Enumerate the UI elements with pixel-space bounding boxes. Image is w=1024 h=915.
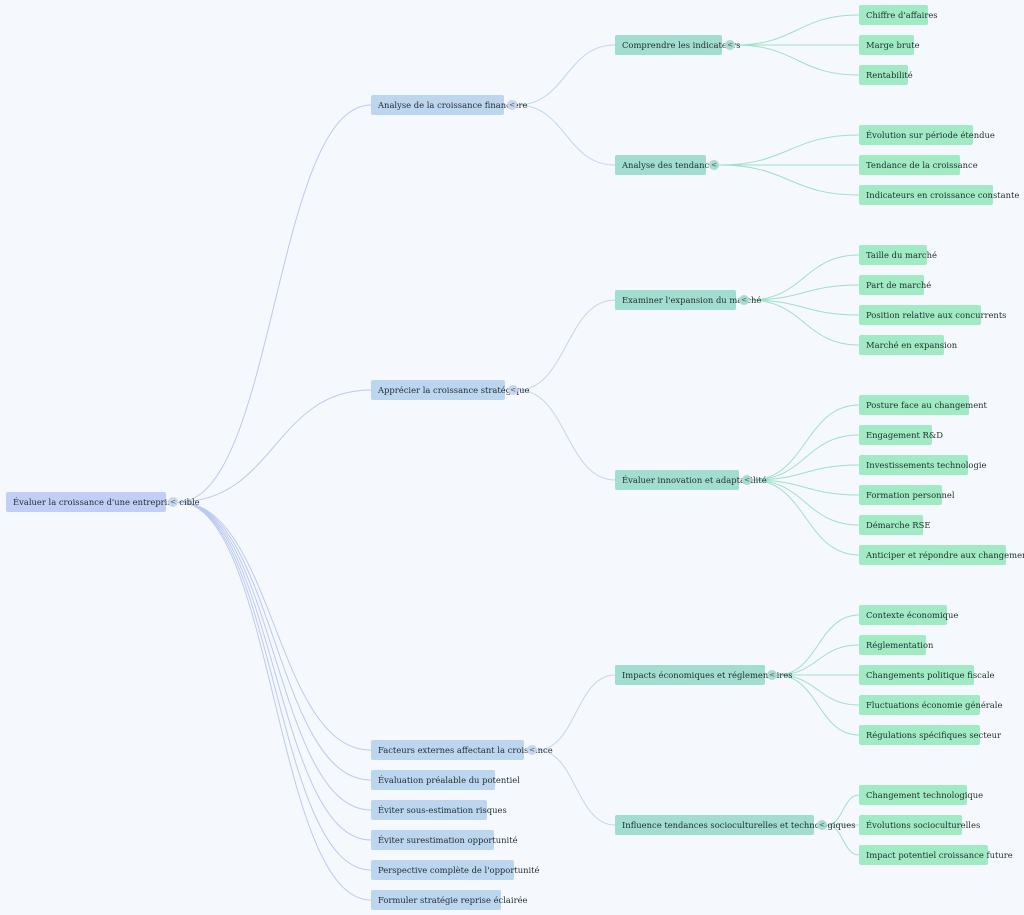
leaf-growth-trend[interactable]: Tendance de la croissance bbox=[859, 155, 978, 175]
leaf-revenue[interactable]: Chiffre d'affaires bbox=[859, 5, 938, 25]
link-collapse-toggle-root-4 bbox=[177, 501, 372, 811]
leaf-future-growth-impact[interactable]: Impact potentiel croissance future bbox=[859, 845, 1013, 865]
branch-avoid-risk-underestimation[interactable]: Éviter sous-estimation risques bbox=[371, 800, 507, 820]
leaf-staff-training[interactable]: Formation personnel bbox=[859, 485, 955, 505]
leaf-market-share[interactable]: Part de marché bbox=[859, 275, 931, 295]
sub-innovation-adaptability[interactable]: Évaluer innovation et adaptabilité bbox=[615, 470, 767, 490]
leaf-economic-fluctuations[interactable]: Fluctuations économie générale bbox=[859, 695, 1002, 715]
link-collapse-toggle-financial-growth-0 bbox=[516, 44, 616, 106]
link-collapse-toggle-root-2 bbox=[177, 501, 372, 751]
link-collapse-toggle-strategic-growth-1 bbox=[517, 389, 616, 481]
sub-market-expansion[interactable]: Examiner l'expansion du marché bbox=[615, 290, 761, 310]
link-collapse-toggle-strategic-growth-0 bbox=[517, 299, 616, 391]
leaf-constant-growth-indicators[interactable]: Indicateurs en croissance constante bbox=[859, 185, 1019, 205]
branch-external-factors[interactable]: Facteurs externes affectant la croissanc… bbox=[371, 740, 553, 760]
link-collapse-toggle-market-expansion-1 bbox=[748, 284, 860, 301]
link-collapse-toggle-innovation-adaptability-4 bbox=[751, 479, 860, 526]
collapse-toggle-financial-growth[interactable]: < bbox=[507, 100, 517, 110]
leaf-rd-engagement[interactable]: Engagement R&D bbox=[859, 425, 943, 445]
link-collapse-toggle-root-7 bbox=[177, 501, 372, 901]
link-collapse-toggle-trend-analysis-0 bbox=[718, 134, 860, 166]
branch-preliminary-assessment[interactable]: Évaluation préalable du potentiel bbox=[371, 770, 520, 790]
link-collapse-toggle-economic-regulatory-4 bbox=[776, 674, 860, 736]
sub-trend-analysis[interactable]: Analyse des tendances bbox=[615, 155, 718, 175]
link-collapse-toggle-trend-analysis-2 bbox=[718, 164, 860, 196]
leaf-tax-policy-changes[interactable]: Changements politique fiscale bbox=[859, 665, 995, 685]
link-collapse-toggle-market-expansion-3 bbox=[748, 299, 860, 346]
collapse-toggle-trend-analysis[interactable]: < bbox=[709, 160, 719, 170]
leaf-economic-context[interactable]: Contexte économique bbox=[859, 605, 958, 625]
collapse-toggle-strategic-growth[interactable]: < bbox=[508, 385, 518, 395]
sub-sociocultural-tech-trends[interactable]: Influence tendances socioculturelles et … bbox=[615, 815, 856, 835]
link-collapse-toggle-root-5 bbox=[177, 501, 372, 841]
leaf-profitability[interactable]: Rentabilité bbox=[859, 65, 913, 85]
link-collapse-toggle-understand-indicators-0 bbox=[734, 14, 860, 46]
link-collapse-toggle-innovation-adaptability-1 bbox=[751, 434, 860, 481]
link-collapse-toggle-understand-indicators-2 bbox=[734, 44, 860, 76]
leaf-change-posture[interactable]: Posture face au changement bbox=[859, 395, 987, 415]
leaf-market-size[interactable]: Taille du marché bbox=[859, 245, 937, 265]
link-collapse-toggle-innovation-adaptability-2 bbox=[751, 464, 860, 481]
branch-strategic-growth[interactable]: Apprécier la croissance stratégique bbox=[371, 380, 530, 400]
link-collapse-toggle-sociocultural-tech-0 bbox=[826, 794, 860, 826]
leaf-gross-margin[interactable]: Marge brute bbox=[859, 35, 920, 55]
branch-formulate-strategy[interactable]: Formuler stratégie reprise éclairée bbox=[371, 890, 528, 910]
collapse-toggle-external-factors[interactable]: < bbox=[527, 745, 537, 755]
collapse-toggle-market-expansion[interactable]: < bbox=[739, 295, 749, 305]
branch-financial-growth[interactable]: Analyse de la croissance financière bbox=[371, 95, 527, 115]
link-collapse-toggle-root-0 bbox=[177, 104, 372, 503]
leaf-technological-change[interactable]: Changement technologique bbox=[859, 785, 983, 805]
leaf-anticipate-changes[interactable]: Anticiper et répondre aux changements bbox=[859, 545, 1024, 565]
collapse-toggle-economic-regulatory[interactable]: < bbox=[767, 670, 777, 680]
link-collapse-toggle-financial-growth-1 bbox=[516, 104, 616, 166]
sub-understand-indicators[interactable]: Comprendre les indicateurs bbox=[615, 35, 741, 55]
link-collapse-toggle-root-3 bbox=[177, 501, 372, 781]
link-collapse-toggle-market-expansion-0 bbox=[748, 254, 860, 301]
leaf-csr-approach[interactable]: Démarche RSE bbox=[859, 515, 930, 535]
link-collapse-toggle-sociocultural-tech-2 bbox=[826, 824, 860, 856]
collapse-toggle-innovation-adaptability[interactable]: < bbox=[742, 475, 752, 485]
link-collapse-toggle-economic-regulatory-0 bbox=[776, 614, 860, 676]
root-node[interactable]: Évaluer la croissance d'une entreprise c… bbox=[6, 492, 200, 512]
link-collapse-toggle-economic-regulatory-3 bbox=[776, 674, 860, 706]
link-collapse-toggle-innovation-adaptability-3 bbox=[751, 479, 860, 496]
link-collapse-toggle-economic-regulatory-1 bbox=[776, 644, 860, 676]
leaf-relative-position[interactable]: Position relative aux concurrents bbox=[859, 305, 1007, 325]
leaf-sector-regulations[interactable]: Régulations spécifiques secteur bbox=[859, 725, 1001, 745]
link-collapse-toggle-external-factors-0 bbox=[536, 674, 616, 751]
link-collapse-toggle-innovation-adaptability-5 bbox=[751, 479, 860, 556]
leaf-tech-investments[interactable]: Investissements technologie bbox=[859, 455, 986, 475]
link-collapse-toggle-root-1 bbox=[177, 389, 372, 503]
collapse-toggle-sociocultural-tech[interactable]: < bbox=[817, 820, 827, 830]
collapse-toggle-understand-indicators[interactable]: < bbox=[725, 40, 735, 50]
leaf-sociocultural-evolutions[interactable]: Évolutions socioculturelles bbox=[859, 815, 980, 835]
link-collapse-toggle-market-expansion-2 bbox=[748, 299, 860, 316]
leaf-extended-period-evolution[interactable]: Évolution sur période étendue bbox=[859, 125, 995, 145]
sub-economic-regulatory-impacts[interactable]: Impacts économiques et réglementaires bbox=[615, 665, 793, 685]
branch-avoid-opportunity-overestimation[interactable]: Éviter surestimation opportunité bbox=[371, 830, 518, 850]
leaf-expanding-market[interactable]: Marché en expansion bbox=[859, 335, 957, 355]
link-collapse-toggle-external-factors-1 bbox=[536, 749, 616, 826]
link-collapse-toggle-root-6 bbox=[177, 501, 372, 871]
link-collapse-toggle-innovation-adaptability-0 bbox=[751, 404, 860, 481]
collapse-toggle-root[interactable]: < bbox=[168, 497, 178, 507]
leaf-regulation[interactable]: Réglementation bbox=[859, 635, 933, 655]
branch-complete-perspective[interactable]: Perspective complète de l'opportunité bbox=[371, 860, 540, 880]
